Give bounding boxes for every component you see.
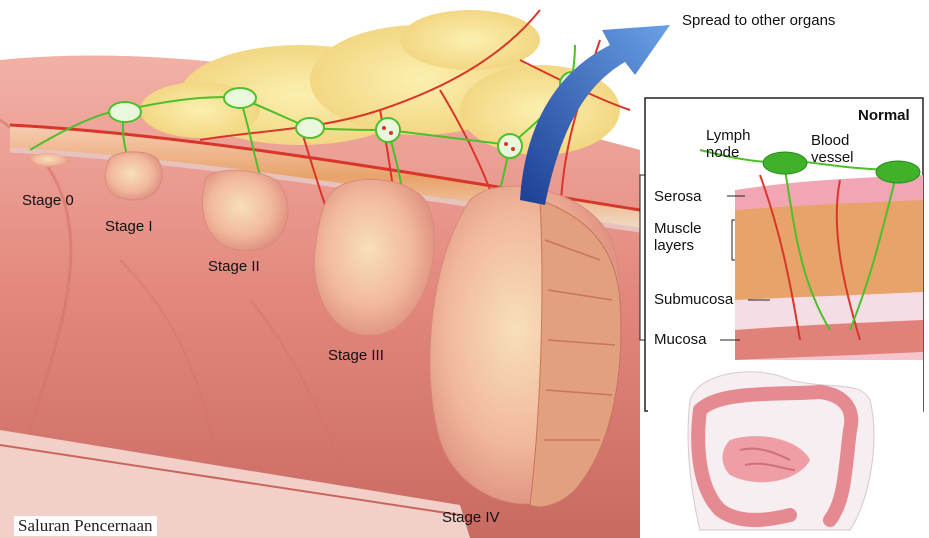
- label-submucosa: Submucosa: [654, 292, 733, 309]
- lymph-node-cancer: [498, 134, 522, 158]
- lymph-node: [109, 102, 141, 122]
- label-mucosa: Mucosa: [654, 332, 707, 349]
- label-lymph-node: Lymph node: [706, 128, 750, 161]
- label-muscle-layers: Muscle layers: [654, 221, 702, 254]
- lymph-node-cancer: [376, 118, 400, 142]
- label-stage-0: Stage 0: [22, 193, 74, 210]
- lymph-node: [296, 118, 324, 138]
- label-stage-4: Stage IV: [442, 510, 500, 527]
- inset-title: Normal: [858, 108, 910, 125]
- label-blood-vessel: Blood vessel: [811, 133, 854, 166]
- label-serosa: Serosa: [654, 189, 702, 206]
- label-stage-3: Stage III: [328, 348, 384, 365]
- tumor-stage-2: [202, 170, 288, 250]
- tumor-stage-1: [105, 152, 162, 200]
- lymph-node: [224, 88, 256, 108]
- label-spread: Spread to other organs: [682, 13, 835, 30]
- label-stage-2: Stage II: [208, 259, 260, 276]
- label-stage-1: Stage I: [105, 219, 153, 236]
- inset-anatomy: [648, 360, 923, 538]
- caption: Saluran Pencernaan: [14, 516, 157, 536]
